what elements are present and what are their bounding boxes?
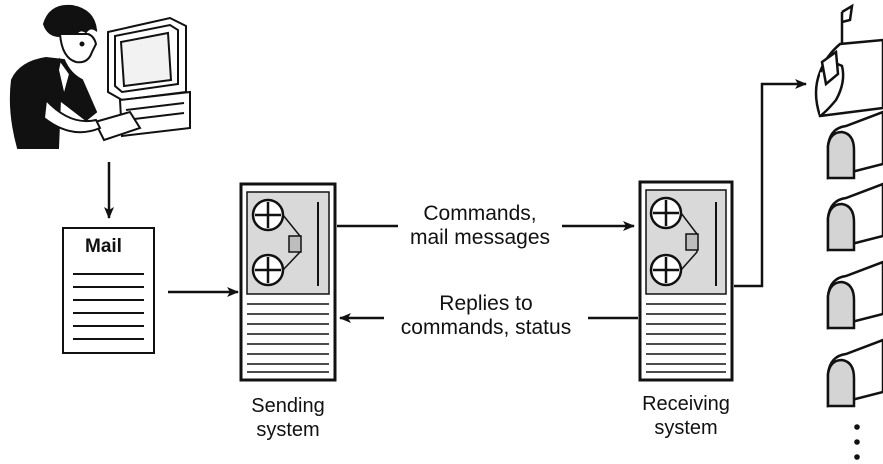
backward-flow-label: Replies to commands, status xyxy=(386,292,586,340)
forward-flow-label: Commands, mail messages xyxy=(400,202,560,250)
forward-flow-label-line2: mail messages xyxy=(409,226,551,249)
forward-flow-label-line1: Commands, xyxy=(423,202,537,225)
backward-flow-label-line1: Replies to xyxy=(439,292,533,315)
sending-system-label-line2: system xyxy=(256,419,320,441)
receiving-system-icon xyxy=(638,180,734,382)
mailboxes-icon xyxy=(814,3,883,408)
receiving-system-label: Receiving system xyxy=(628,392,744,440)
receiving-system-label-line2: system xyxy=(654,417,718,439)
sending-system-label-line1: Sending xyxy=(251,395,325,417)
backward-flow-label-line2: commands, status xyxy=(400,316,572,339)
arrow-receiving-to-mailboxes xyxy=(734,79,807,288)
continuation-dots-icon xyxy=(854,424,860,460)
sending-system-label: Sending system xyxy=(238,394,338,442)
mail-document-title: Mail xyxy=(85,236,122,257)
user-at-computer-icon xyxy=(9,4,191,149)
sending-system-icon xyxy=(239,182,337,382)
mail-document-icon xyxy=(62,227,155,354)
receiving-system-label-line1: Receiving xyxy=(642,393,730,415)
